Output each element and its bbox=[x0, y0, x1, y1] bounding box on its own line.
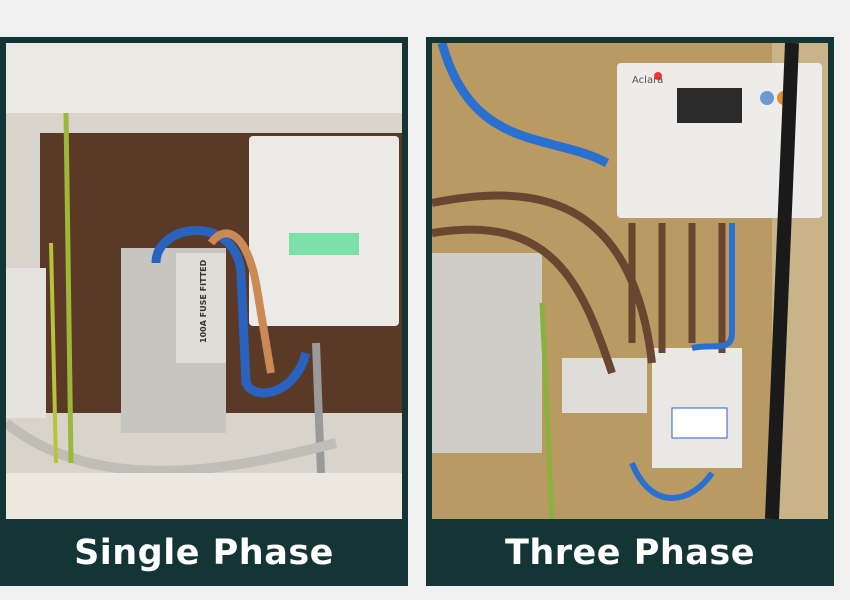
three-phase-card: Aclara Three Phase bbox=[426, 37, 834, 586]
single-phase-label: Single Phase bbox=[74, 533, 334, 573]
three-phase-label: Three Phase bbox=[505, 533, 755, 573]
single-phase-card: 100A FUSE FITTED Single Phase bbox=[0, 37, 408, 586]
meter-brand: Aclara bbox=[632, 75, 663, 86]
three-phase-photo: Aclara bbox=[432, 43, 828, 519]
fuse-label: 100A FUSE FITTED bbox=[199, 259, 208, 343]
single-phase-photo: 100A FUSE FITTED bbox=[6, 43, 402, 519]
single-phase-meter-image: 100A FUSE FITTED bbox=[6, 43, 402, 519]
three-phase-meter-image: Aclara bbox=[432, 43, 828, 519]
